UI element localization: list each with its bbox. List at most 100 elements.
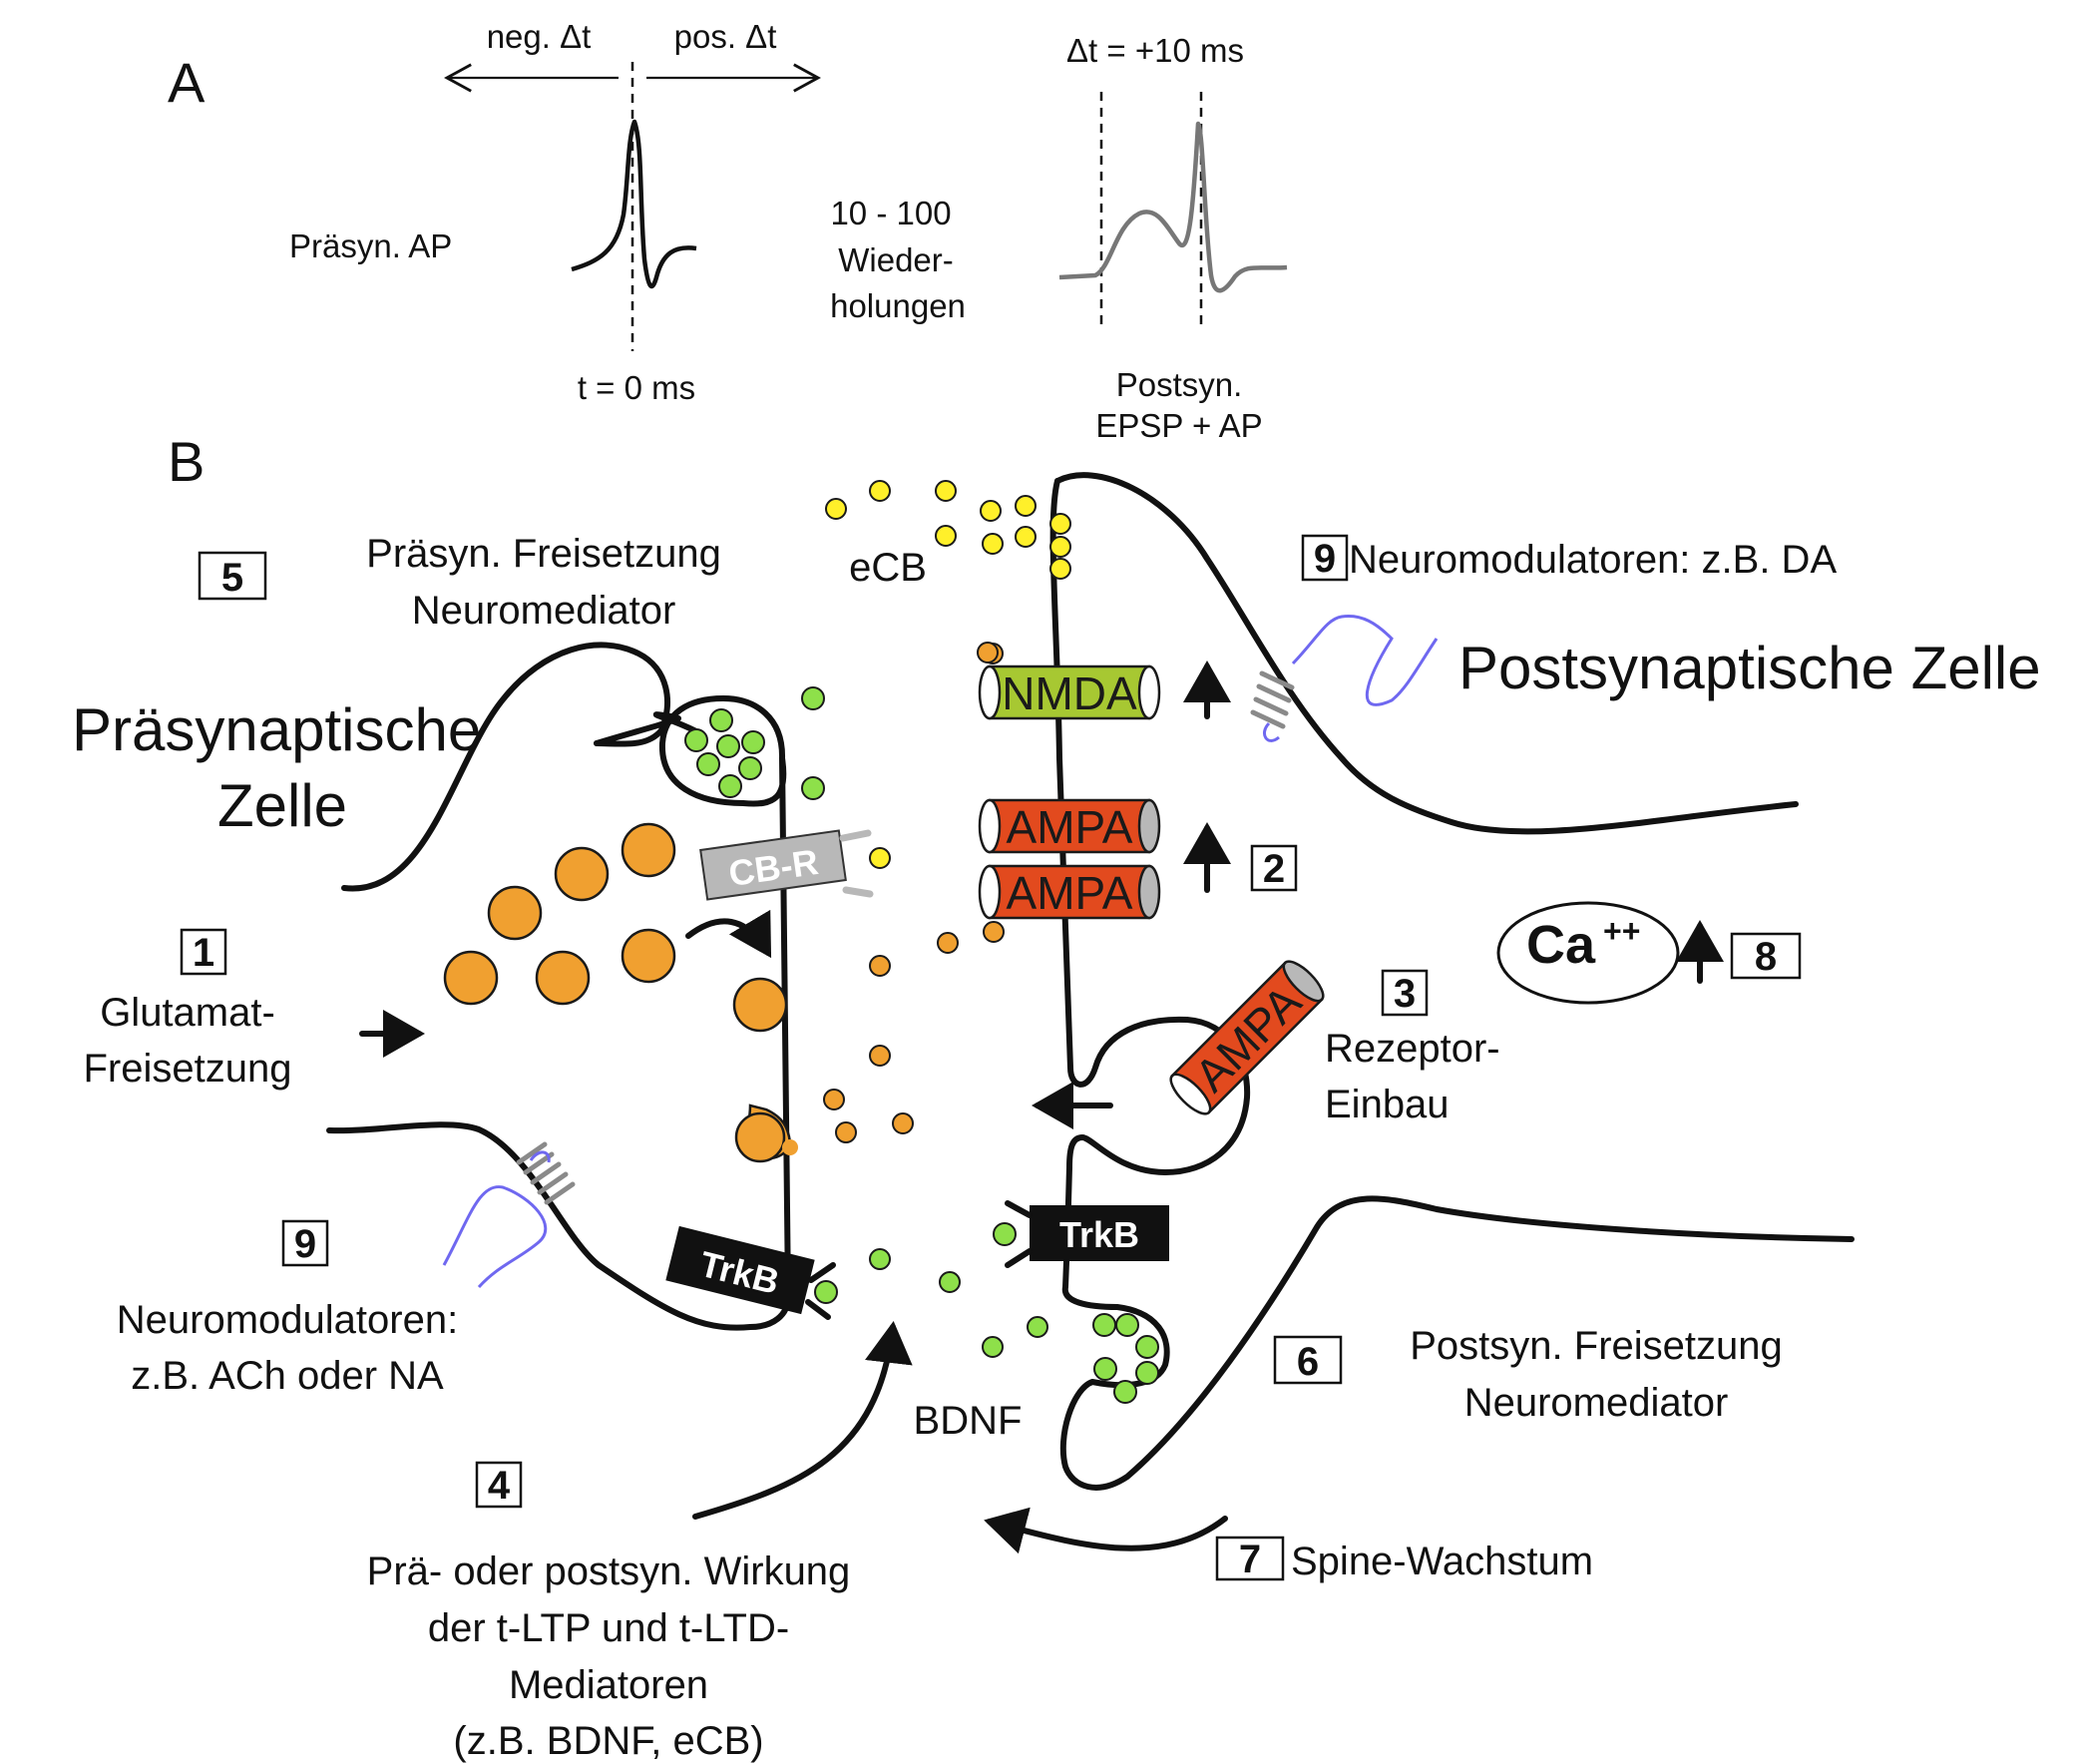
glutamate-particle — [977, 642, 999, 663]
glutamate-vesicle — [535, 950, 591, 1006]
glutamate-particle — [823, 1089, 845, 1110]
step-text: Neuromediator — [1464, 1381, 1729, 1425]
bdnf-particle — [696, 752, 720, 776]
ampa-receptor-lower: AMPA — [978, 864, 1161, 920]
t-zero-label: t = 0 ms — [578, 369, 695, 406]
glutamate-vesicle — [621, 928, 676, 984]
bdnf-particle — [1135, 1361, 1159, 1385]
bdnf-particle — [801, 776, 825, 800]
bdnf-particles-cleft — [869, 1248, 1048, 1358]
step-text: Neuromediator — [412, 589, 676, 633]
ecb-particle — [935, 480, 957, 502]
trkb-postsyn-label: TrkB — [1059, 1214, 1139, 1255]
step-7: 7 Spine-Wachstum — [1215, 1536, 1593, 1583]
dt-value-label: Δt = +10 ms — [1066, 32, 1244, 69]
ecb-particles — [825, 480, 1071, 580]
step-text: (z.B. BDNF, eCB) — [453, 1719, 763, 1763]
bdnf-label: BDNF — [914, 1399, 1023, 1443]
ecb-particle — [1015, 526, 1037, 548]
step-4: 4 Prä- oder postsyn. Wirkung der t-LTP u… — [367, 1461, 851, 1763]
repetitions-line-3: holungen — [830, 287, 966, 324]
step-text: Prä- oder postsyn. Wirkung — [367, 1549, 851, 1593]
step-text: Einbau — [1325, 1083, 1450, 1126]
postsyn-label-line-2: EPSP + AP — [1095, 407, 1262, 444]
vesicle-fusion-arrow — [685, 909, 772, 959]
postsyn-label-line-1: Postsyn. — [1116, 366, 1243, 403]
ecb-particle — [935, 525, 957, 547]
step-number: 2 — [1263, 847, 1285, 891]
step-5: 5 Präsyn. Freisetzung Neuromediator — [198, 532, 721, 633]
step-number: 6 — [1297, 1340, 1319, 1384]
presyn-membrane-upper — [652, 711, 699, 734]
step-9-presyn: 9 Neuromodulatoren: z.B. ACh oder NA — [117, 1219, 458, 1398]
modulator-ligand — [1291, 614, 1439, 706]
trkb-presyn-receptor: TrkB — [665, 1225, 838, 1320]
bdnf-particle — [801, 686, 825, 710]
step-number: 1 — [193, 931, 214, 975]
step-text: Neuromodulatoren: — [117, 1298, 458, 1342]
bdnf-particle — [1027, 1316, 1048, 1338]
bdnf-particle — [741, 730, 765, 754]
bdnf-particle — [1115, 1313, 1139, 1337]
step-3: 3 Rezeptor- Einbau — [1325, 969, 1500, 1126]
calcium-charge: ++ — [1603, 913, 1640, 949]
nmda-receptor: NMDA — [977, 642, 1161, 720]
glutamate-particle — [937, 932, 959, 954]
ecb-particle — [1015, 495, 1037, 517]
postsyn-membrane-upper — [1054, 472, 1799, 835]
ampa-body — [988, 864, 1151, 920]
presyn-terminal-membrane — [326, 695, 791, 1331]
step-text: Glutamat- — [100, 991, 275, 1035]
presyn-ap-trace — [571, 119, 697, 289]
calcium-label: Ca — [1526, 915, 1596, 975]
glutamate-particle — [869, 1045, 891, 1067]
bdnf-particle — [709, 708, 733, 732]
step-number: 4 — [488, 1464, 511, 1508]
bdnf-particle — [684, 728, 708, 752]
glutamate-vesicle — [732, 977, 788, 1033]
step-text: Mediatoren — [509, 1663, 708, 1707]
bdnf-particle — [718, 774, 742, 798]
step-text: Neuromodulatoren: z.B. DA — [1349, 538, 1837, 582]
bdnf-particle — [869, 1248, 891, 1270]
panel-b-label: B — [168, 430, 205, 493]
modulator-ligand — [442, 1185, 548, 1289]
glutamate-vesicle — [554, 846, 610, 902]
trkb-postsyn-receptor: TrkB — [993, 1200, 1169, 1268]
ampa-label: AMPA — [1007, 801, 1133, 853]
panel-b: B — [72, 430, 2041, 1763]
ampa-receptor-upper: AMPA — [978, 798, 1161, 854]
cb-receptor: CB-R — [699, 829, 891, 901]
bdnf-particle — [738, 756, 762, 780]
postsyn-spine-membrane — [1049, 478, 1855, 1491]
presyn-cell-label-line-1: Präsynaptische — [72, 696, 481, 763]
gpcr-postsyn — [1250, 614, 1439, 742]
fusing-glutamate-vesicle — [734, 1111, 786, 1163]
step-2: 2 — [1250, 844, 1298, 892]
ecb-particle — [869, 847, 891, 869]
ampa-label: AMPA — [1007, 867, 1133, 919]
repetitions-line-2: Wieder- — [838, 241, 954, 278]
bdnf-particle — [1135, 1335, 1159, 1359]
step-text: Spine-Wachstum — [1291, 1540, 1593, 1583]
step-text: Rezeptor- — [1325, 1027, 1500, 1071]
panel-a: A neg. Δt pos. Δt Präsyn. AP t = 0 ms 10… — [168, 18, 1288, 444]
cb-receptor-body — [699, 829, 847, 901]
glutamate-vesicle — [443, 950, 499, 1006]
step-number: 5 — [221, 556, 243, 600]
glutamate-vesicle — [621, 822, 676, 878]
nmda-label: NMDA — [1002, 667, 1137, 719]
step-number: 3 — [1394, 972, 1416, 1016]
calcium-indicator: Ca ++ — [1496, 901, 1680, 1005]
ecb-label: eCB — [849, 546, 927, 590]
step-text: Präsyn. Freisetzung — [366, 532, 721, 576]
spine-growth-arrow — [984, 1507, 1228, 1554]
glutamate-particle — [983, 921, 1005, 943]
step-6: 6 Postsyn. Freisetzung Neuromediator — [1273, 1324, 1783, 1425]
bdnf-particle — [939, 1271, 961, 1293]
ecb-particle — [869, 480, 891, 502]
postsyn-epsp-ap-trace — [1058, 121, 1288, 293]
trkb-presyn-body — [665, 1225, 815, 1315]
step-text: Freisetzung — [84, 1047, 292, 1091]
